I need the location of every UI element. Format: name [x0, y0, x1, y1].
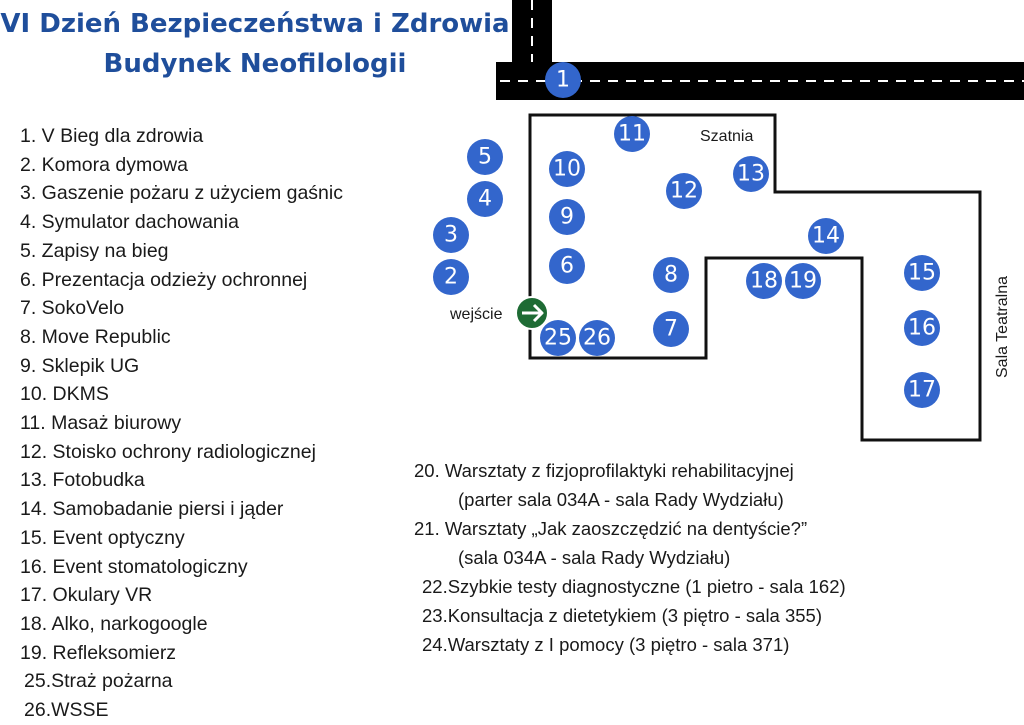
stations-legend: 1. V Bieg dla zdrowia 2. Komora dymowa 3…: [20, 122, 343, 725]
legend-item: 19. Refleksomierz: [20, 641, 177, 664]
svg-text:14: 14: [812, 224, 840, 249]
station-badge: 13: [733, 156, 769, 192]
theatre-hall-label: Sala Teatralna: [994, 276, 1011, 378]
svg-text:7: 7: [664, 317, 678, 342]
station-badge: 25: [540, 320, 576, 356]
legend-item: 5. Zapisy na bieg: [20, 239, 169, 262]
workshop-location: (sala 034A - sala Rady Wydziału): [458, 547, 731, 568]
station-badge: 19: [785, 263, 821, 299]
legend-item: 9. Sklepik UG: [20, 354, 140, 377]
station-badge: 9: [549, 199, 585, 235]
svg-text:13: 13: [737, 162, 765, 187]
workshop-item: 20. Warsztaty z fizjoprofilaktyki rehabi…: [414, 456, 846, 514]
legend-item: 17. Okulary VR: [20, 584, 153, 607]
legend-item: 8. Move Republic: [20, 325, 171, 348]
svg-text:9: 9: [560, 205, 574, 230]
legend-item: 11. Masaż biurowy: [20, 412, 182, 435]
entrance-label: wejście: [449, 306, 503, 323]
svg-text:6: 6: [560, 254, 574, 279]
legend-item: 12. Stoisko ochrony radiologicznej: [20, 440, 316, 463]
legend-item: 6. Prezentacja odzieży ochronnej: [20, 268, 308, 291]
legend-item: 18. Alko, narkogoogle: [20, 612, 208, 635]
workshop-location: (parter sala 034A - sala Rady Wydziału): [458, 489, 784, 510]
page-subtitle: Budynek Neofilologii: [103, 49, 407, 79]
legend-item: 10. DKMS: [20, 383, 109, 406]
station-badge: 18: [746, 263, 782, 299]
legend-item: 3. Gaszenie pożaru z użyciem gaśnic: [20, 182, 343, 205]
legend-item: 26.WSSE: [24, 699, 109, 722]
svg-text:17: 17: [908, 378, 936, 403]
cloakroom-label: Szatnia: [700, 128, 753, 145]
workshop-item: 24.Warsztaty z I pomocy (3 piętro - sala…: [422, 634, 790, 655]
station-badge: 7: [653, 311, 689, 347]
station-badge: 15: [904, 255, 940, 291]
svg-text:3: 3: [444, 223, 458, 248]
station-badge: 17: [904, 372, 940, 408]
legend-item: 1. V Bieg dla zdrowia: [20, 125, 204, 147]
svg-text:5: 5: [478, 145, 492, 170]
building-outline: [528, 113, 982, 442]
svg-text:25: 25: [544, 326, 572, 351]
station-badge: 8: [653, 257, 689, 293]
station-badge: 4: [467, 181, 503, 217]
svg-text:26: 26: [583, 326, 611, 351]
legend-item: 25.Straż pożarna: [24, 670, 173, 693]
workshop-item: 23.Konsultacja z dietetykiem (3 piętro -…: [422, 605, 823, 626]
svg-text:18: 18: [750, 269, 778, 294]
station-badge: 5: [467, 139, 503, 175]
station-badge: 2: [433, 259, 469, 295]
page-title: VI Dzień Bezpieczeństwa i Zdrowia: [0, 9, 510, 39]
svg-text:10: 10: [553, 157, 581, 182]
svg-text:12: 12: [670, 179, 698, 204]
svg-text:16: 16: [908, 316, 936, 341]
legend-item: 4. Symulator dachowania: [20, 211, 239, 234]
workshop-item: 22.Szybkie testy diagnostyczne (1 pietro…: [422, 576, 846, 597]
station-badge: 12: [666, 173, 702, 209]
svg-text:15: 15: [908, 261, 936, 286]
station-badge: 16: [904, 310, 940, 346]
road-horizontal: [496, 62, 1024, 100]
svg-text:2: 2: [444, 265, 458, 290]
svg-text:19: 19: [789, 269, 817, 294]
svg-text:11: 11: [618, 122, 646, 147]
svg-text:4: 4: [478, 187, 492, 212]
workshop-title: 21. Warsztaty „Jak zaoszczędzić na denty…: [414, 518, 808, 539]
workshop-title: 20. Warsztaty z fizjoprofilaktyki rehabi…: [414, 460, 794, 481]
indoor-workshops-list: 20. Warsztaty z fizjoprofilaktyki rehabi…: [414, 456, 846, 659]
legend-item: 16. Event stomatologiczny: [20, 555, 248, 578]
station-badge: 14: [808, 218, 844, 254]
arrow-right-icon: [515, 296, 549, 330]
legend-item: 14. Samobadanie piersi i jąder: [20, 498, 284, 521]
legend-item: 7. SokoVelo: [20, 297, 125, 320]
svg-text:1: 1: [556, 68, 570, 93]
svg-text:8: 8: [664, 263, 678, 288]
station-badge: 26: [579, 320, 615, 356]
station-badge: 3: [433, 217, 469, 253]
legend-item: 15. Event optyczny: [20, 526, 185, 549]
station-badge: 6: [549, 248, 585, 284]
station-badge: 1: [545, 62, 581, 98]
workshop-item: 21. Warsztaty „Jak zaoszczędzić na denty…: [414, 514, 846, 572]
station-badge: 10: [549, 151, 585, 187]
legend-item: 2. Komora dymowa: [20, 153, 188, 176]
station-badge: 11: [614, 116, 650, 152]
legend-item: 13. Fotobudka: [20, 469, 145, 492]
